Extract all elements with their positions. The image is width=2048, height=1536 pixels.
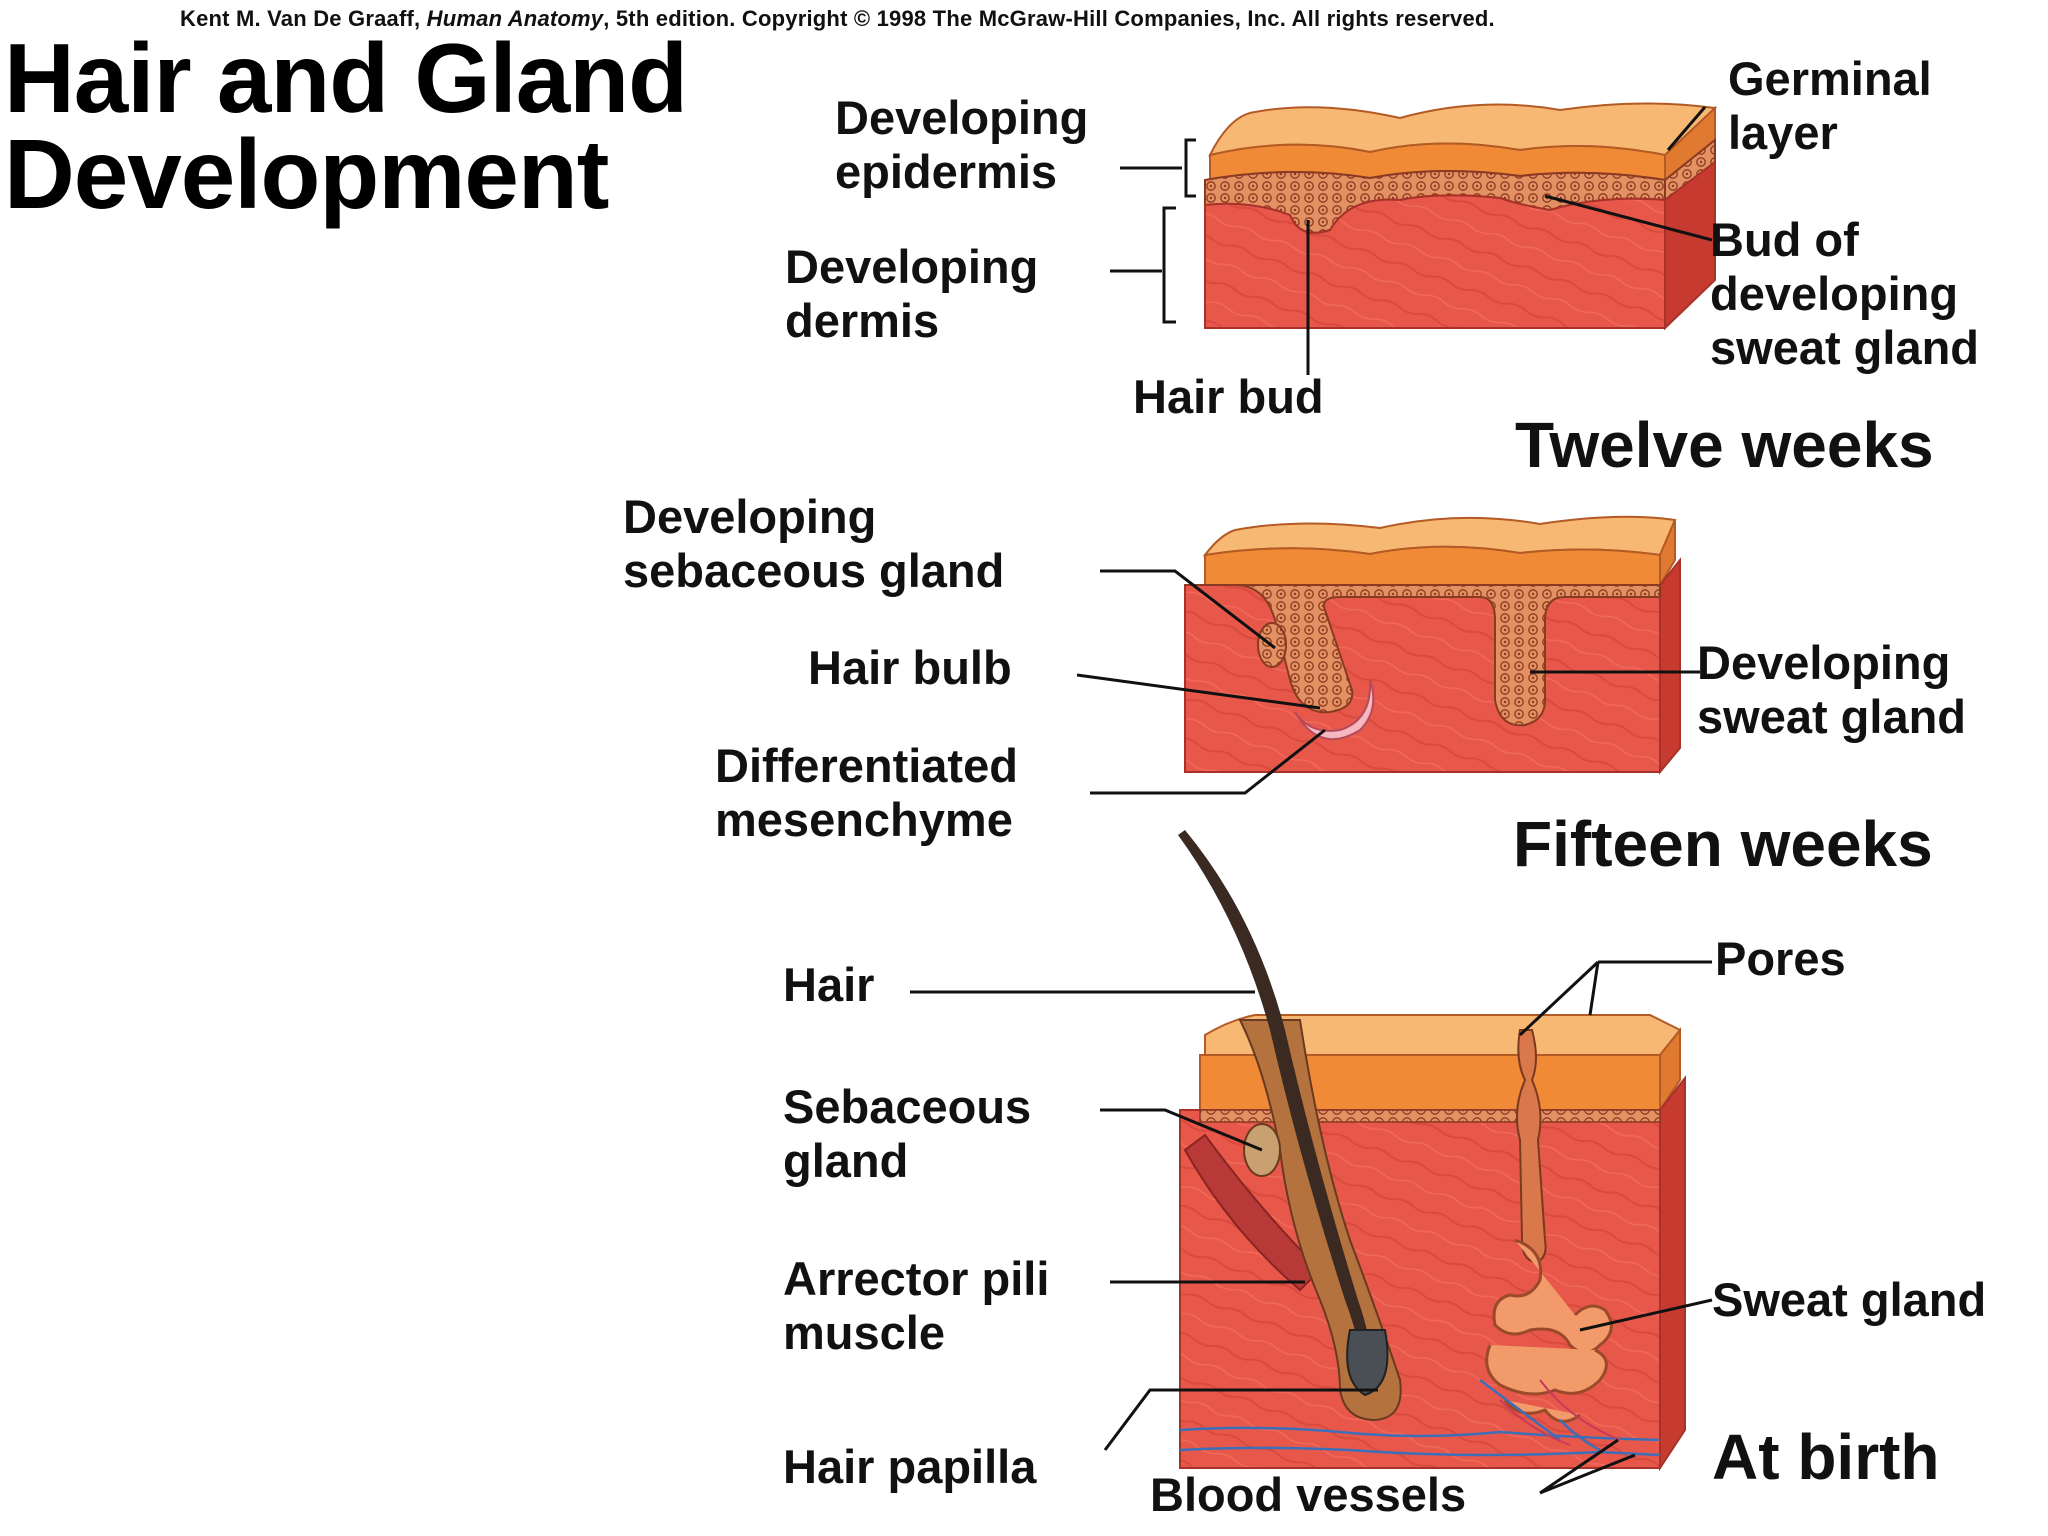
copyright-book: Human Anatomy — [426, 6, 604, 31]
fifteen-dermis-front — [1184, 584, 1661, 773]
label-line: dermis — [785, 294, 940, 347]
label-developing-sebaceous-gland: Developing sebaceous gland — [623, 490, 1004, 598]
page-title: Hair and Gland Development — [4, 23, 688, 229]
leader-germinal-layer — [1666, 106, 1707, 151]
leader-blood-vessels — [1539, 1438, 1636, 1495]
label-sebaceous-gland: Sebaceous gland — [783, 1080, 1031, 1188]
leader-hair-papilla — [1103, 1388, 1378, 1451]
twelve-dermis-front — [1204, 194, 1666, 329]
label-bud-sweat-gland: Bud of developing sweat gland — [1710, 213, 1979, 375]
label-line: sweat gland — [1697, 690, 1967, 743]
label-hair-bud: Hair bud — [1133, 370, 1324, 423]
leader-sweat-gland — [1579, 1298, 1713, 1332]
label-developing-dermis: Developing dermis — [785, 240, 1038, 348]
label-germinal-layer: Germinal layer — [1728, 52, 1932, 160]
label-line: Sebaceous — [783, 1080, 1032, 1133]
label-line: sebaceous gland — [623, 544, 1005, 597]
title-line-1: Hair and Gland — [4, 23, 688, 133]
label-line: mesenchyme — [715, 793, 1013, 846]
leader-hair-bulb — [1076, 673, 1321, 710]
leader-pores — [1518, 960, 1712, 1037]
label-line: Bud of — [1710, 213, 1859, 266]
stage-title-twelve-weeks: Twelve weeks — [1515, 409, 1934, 481]
leader-developing-epidermis — [1120, 138, 1196, 198]
label-line: Developing — [1697, 636, 1951, 689]
copyright-line: Kent M. Van De Graaff, Human Anatomy, 5t… — [180, 6, 1495, 32]
label-line: Arrector pili — [783, 1252, 1050, 1305]
label-line: sweat gland — [1710, 321, 1980, 374]
label-line: Developing — [785, 240, 1039, 293]
label-line: muscle — [783, 1306, 945, 1359]
leader-differentiated-mesenchyme — [1090, 728, 1326, 795]
blood-vessels — [1179, 1378, 1661, 1457]
label-hair-papilla: Hair papilla — [783, 1440, 1037, 1493]
label-line: Developing — [623, 490, 877, 543]
label-differentiated-mesenchyme: Differentiated mesenchyme — [715, 739, 1018, 847]
label-line: Differentiated — [715, 739, 1018, 792]
label-line: developing — [1710, 267, 1959, 320]
twelve-weeks-block — [1204, 102, 1718, 331]
fifteen-germinal-layer — [1185, 584, 1661, 727]
label-line: Germinal — [1728, 52, 1932, 105]
label-pores: Pores — [1715, 932, 1846, 985]
copyright-rest: , 5th edition. Copyright © 1998 The McGr… — [603, 6, 1495, 31]
label-hair: Hair — [783, 958, 875, 1011]
label-line: epidermis — [835, 145, 1058, 198]
leader-developing-sebaceous — [1100, 569, 1276, 650]
stage-title-fifteen-weeks: Fifteen weeks — [1513, 808, 1933, 880]
at-birth-block — [1178, 830, 1686, 1472]
label-arrector-pili-muscle: Arrector pili muscle — [783, 1252, 1049, 1360]
hair-shaft — [1178, 830, 1375, 1380]
fifteen-weeks-block — [1184, 515, 1681, 775]
leader-sebaceous-gland — [1100, 1108, 1263, 1152]
label-developing-epidermis: Developing epidermis — [835, 91, 1088, 199]
leader-bud-sweat-gland — [1544, 194, 1713, 242]
sweat-gland-coil — [1485, 1238, 1613, 1423]
label-developing-sweat-gland: Developing sweat gland — [1697, 636, 1966, 744]
label-hair-bulb: Hair bulb — [808, 641, 1012, 694]
mesenchyme-cap — [1294, 679, 1375, 741]
label-blood-vessels: Blood vessels — [1150, 1468, 1467, 1521]
leader-developing-dermis — [1110, 206, 1176, 324]
stage-title-at-birth: At birth — [1712, 1421, 1940, 1493]
title-line-2: Development — [4, 119, 609, 229]
label-sweat-gland: Sweat gland — [1712, 1273, 1987, 1326]
leader-lines — [910, 106, 1713, 1495]
label-line: gland — [783, 1134, 909, 1187]
label-line: layer — [1728, 106, 1838, 159]
label-line: Developing — [835, 91, 1089, 144]
copyright-author: Kent M. Van De Graaff, — [180, 6, 421, 31]
